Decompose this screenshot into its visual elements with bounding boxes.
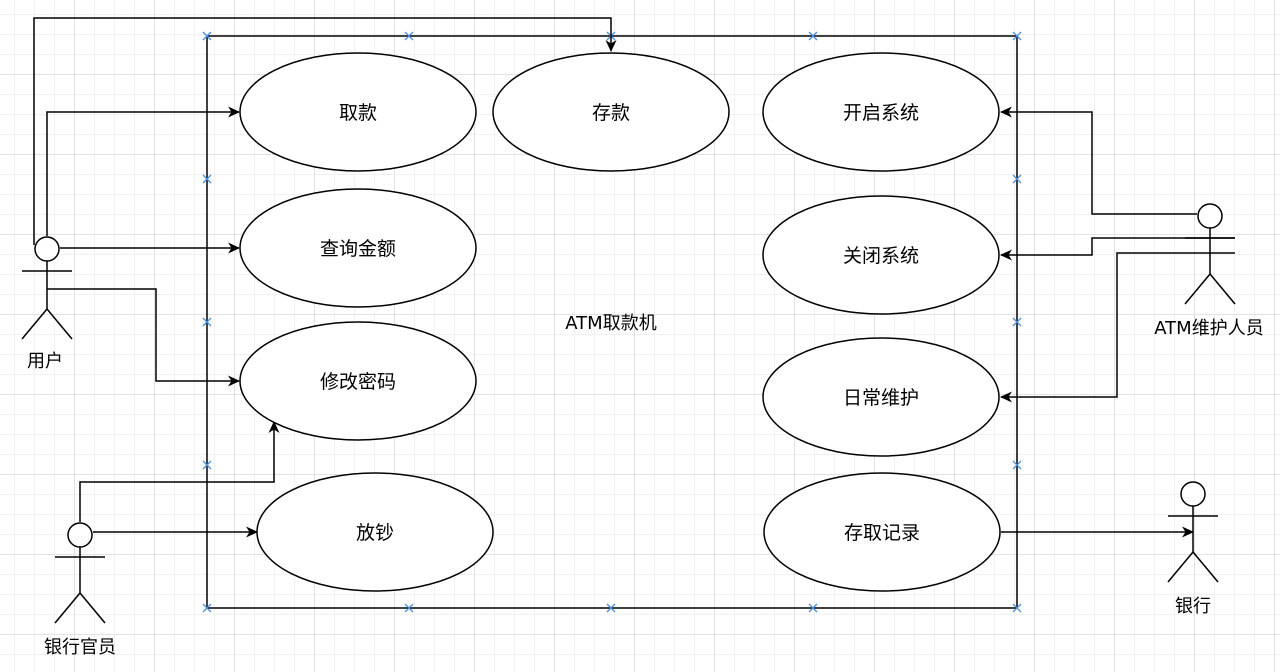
use-case-change-password-label: 修改密码 bbox=[320, 371, 396, 393]
handle-tl bbox=[202, 31, 212, 41]
handle-bl bbox=[202, 603, 212, 613]
handle-bq2 bbox=[808, 603, 818, 613]
use-case-daily-maintenance-label: 日常维护 bbox=[843, 387, 919, 409]
selection-handles[interactable] bbox=[202, 31, 1022, 613]
edge-user-change-password bbox=[47, 288, 239, 381]
handle-lq bbox=[202, 174, 212, 184]
use-case-start-system[interactable]: 开启系统 bbox=[762, 52, 1000, 172]
use-case-start-system-label: 开启系统 bbox=[843, 102, 919, 124]
edge-officer-change-password bbox=[79, 422, 274, 522]
use-case-daily-maintenance[interactable]: 日常维护 bbox=[762, 337, 1000, 457]
handle-lm bbox=[202, 317, 212, 327]
handle-rm bbox=[1012, 317, 1022, 327]
edge-user-withdraw bbox=[46, 112, 239, 236]
use-case-withdraw-label: 取款 bbox=[339, 102, 377, 124]
handle-bq bbox=[404, 603, 414, 613]
actor-bank-head bbox=[1180, 481, 1206, 507]
use-case-query-balance-label: 查询金额 bbox=[320, 238, 396, 260]
handle-bm bbox=[606, 603, 616, 613]
actor-bank-officer[interactable]: 银行官员 bbox=[44, 522, 116, 658]
edge-maint-daily bbox=[1001, 252, 1235, 397]
handle-br bbox=[1012, 603, 1022, 613]
actor-user-head bbox=[34, 236, 60, 262]
actor-maintainer-label: ATM维护人员 bbox=[1154, 318, 1263, 339]
use-case-deposit-label: 存款 bbox=[592, 102, 630, 124]
handle-rq bbox=[1012, 174, 1022, 184]
use-case-transaction-record[interactable]: 存取记录 bbox=[763, 472, 1001, 592]
handle-tq2 bbox=[808, 31, 818, 41]
handle-tq bbox=[404, 31, 414, 41]
actor-bank[interactable]: 银行 bbox=[1167, 481, 1219, 617]
edge-maint-start bbox=[1001, 112, 1197, 215]
use-case-load-cash[interactable]: 放钞 bbox=[256, 472, 494, 592]
edge-maint-close bbox=[1001, 237, 1235, 255]
edge-user-deposit bbox=[33, 17, 611, 245]
system-label: ATM取款机 bbox=[565, 313, 656, 334]
use-case-close-system-label: 关闭系统 bbox=[843, 245, 919, 267]
use-case-change-password[interactable]: 修改密码 bbox=[239, 321, 477, 441]
use-case-query-balance[interactable]: 查询金额 bbox=[239, 188, 477, 308]
actor-maintainer-head bbox=[1197, 203, 1223, 229]
actor-maintainer[interactable]: ATM维护人员 bbox=[1154, 203, 1264, 339]
use-case-transaction-record-label: 存取记录 bbox=[844, 522, 920, 544]
handle-tr bbox=[1012, 31, 1022, 41]
handle-lq2 bbox=[202, 460, 212, 470]
connectors[interactable] bbox=[33, 17, 1235, 532]
actor-bank-officer-head bbox=[67, 522, 93, 548]
actor-bank-label: 银行 bbox=[1175, 596, 1211, 617]
use-case-close-system[interactable]: 关闭系统 bbox=[762, 195, 1000, 315]
use-case-deposit[interactable]: 存款 bbox=[492, 52, 730, 172]
actor-bank-officer-label: 银行官员 bbox=[44, 637, 116, 658]
actor-user[interactable]: 用户 bbox=[21, 236, 73, 372]
use-case-load-cash-label: 放钞 bbox=[356, 522, 394, 544]
actor-user-label: 用户 bbox=[27, 351, 63, 372]
handle-rq2 bbox=[1012, 460, 1022, 470]
use-case-withdraw[interactable]: 取款 bbox=[239, 52, 477, 172]
